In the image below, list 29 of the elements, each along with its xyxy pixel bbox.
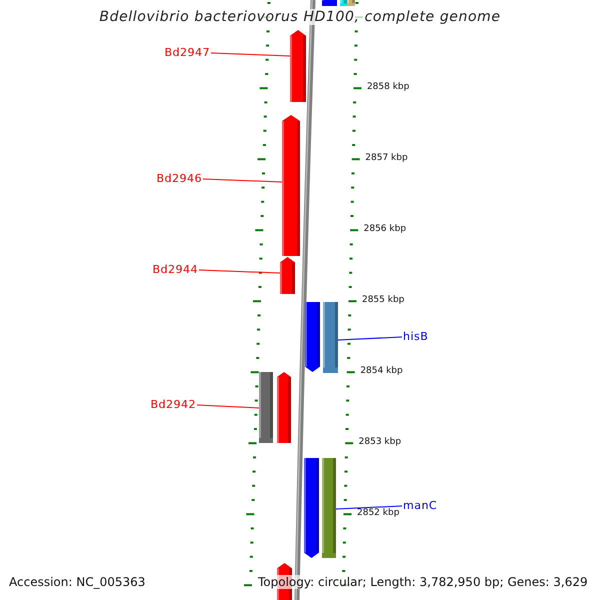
gene-block	[290, 30, 306, 102]
title: Bdellovibrio bacteriovorus HD100, complete genome	[99, 9, 501, 25]
tick-label: 2852 kbp	[357, 508, 400, 518]
leader-line	[202, 178, 282, 182]
gene-label: manC	[403, 499, 438, 512]
tick-label: 2858 kbp	[366, 82, 410, 92]
gene-label: Bd2942	[150, 398, 196, 411]
gene-label: Bd2946	[156, 172, 202, 185]
gene-label: Bd2947	[164, 46, 210, 59]
leader-line	[336, 506, 402, 510]
gene-label: Bd2944	[152, 263, 198, 276]
gene-block	[323, 302, 338, 373]
leader-line	[196, 404, 260, 408]
tick-label: 2855 kbp	[362, 295, 404, 305]
tick-label: 2857 kbp	[365, 153, 408, 163]
gene-label: hisB	[403, 330, 428, 343]
leader-line	[210, 52, 290, 56]
leader-line	[198, 270, 280, 274]
gene-block	[304, 458, 319, 558]
gene-block	[322, 458, 336, 558]
gene-block	[280, 257, 295, 294]
leader-line	[338, 336, 402, 340]
gene-block	[305, 302, 320, 372]
tick-label: 2853 kbp	[358, 437, 402, 447]
tick-label: 2856 kbp	[364, 224, 406, 234]
gene-block	[277, 372, 291, 443]
tick-label: 2854 kbp	[360, 366, 403, 376]
gene-block	[259, 372, 273, 443]
accession-label: Accession: NC_005363	[9, 575, 146, 589]
